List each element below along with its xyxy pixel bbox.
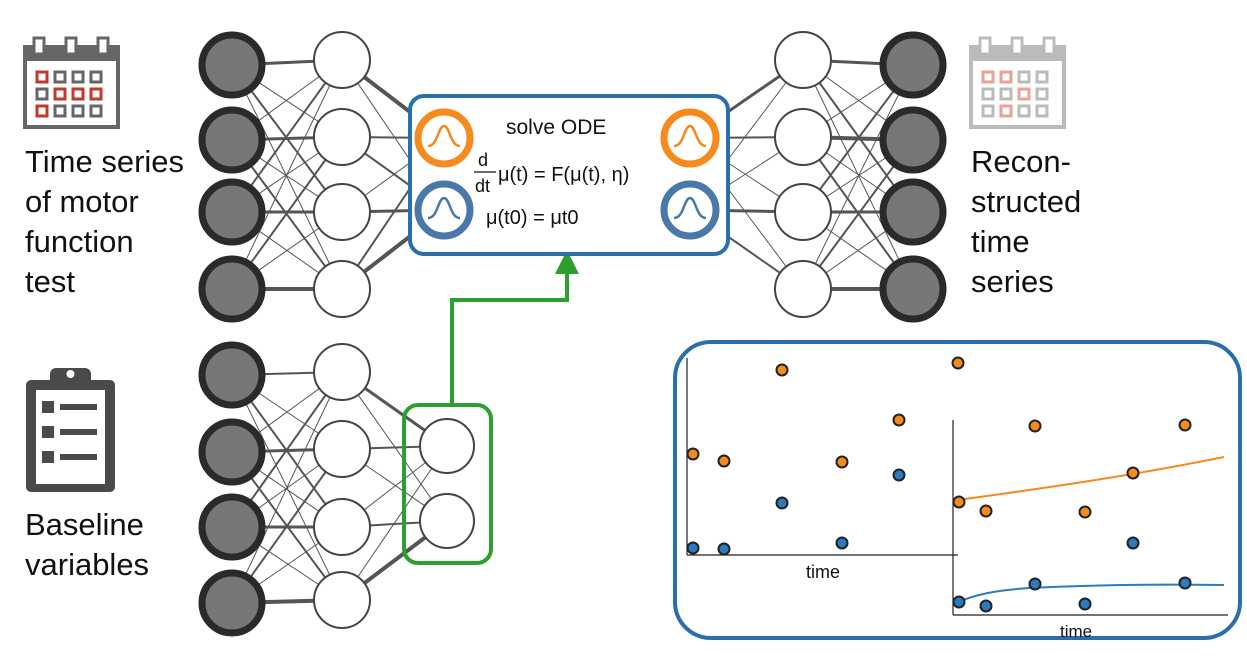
param-box	[402, 403, 493, 565]
left-plot-xlabel: time	[806, 562, 840, 582]
label-line: time	[971, 224, 1030, 259]
hidden-node	[313, 571, 371, 629]
encoder-input-nodes	[198, 31, 266, 323]
data-point	[1126, 536, 1140, 550]
baseline-input-nodes	[198, 341, 266, 637]
data-point	[1028, 419, 1042, 433]
ode-d-denominator: dt	[475, 176, 490, 196]
ode-initial-condition: μ(t0) = μt0	[486, 207, 579, 229]
param-arrow	[450, 250, 579, 405]
data-point	[775, 363, 789, 377]
data-point	[1126, 466, 1140, 480]
data-point	[1078, 505, 1092, 519]
data-point	[686, 541, 700, 555]
mu-distribution-right	[660, 108, 720, 168]
data-point	[952, 595, 966, 609]
output-node	[879, 106, 947, 174]
data-point	[1078, 597, 1092, 611]
label-line: structed	[971, 184, 1082, 219]
calendar-icon	[23, 36, 120, 129]
output-node	[879, 178, 947, 246]
mu-distribution-left	[414, 108, 474, 168]
plot-box	[673, 340, 1242, 640]
input-node	[198, 569, 266, 637]
hidden-node	[313, 343, 371, 401]
hidden-node	[774, 183, 832, 241]
label-line: of motor	[25, 184, 139, 219]
right-plot-blue-points	[952, 536, 1192, 613]
sigma-distribution-right	[660, 180, 720, 240]
hidden-node	[313, 183, 371, 241]
hidden-node	[774, 260, 832, 318]
sigma-distribution-left	[414, 180, 474, 240]
output-node	[879, 255, 947, 323]
label-line: Time series	[25, 144, 185, 179]
input-node	[198, 31, 266, 99]
calendar-faded-icon	[969, 36, 1066, 129]
input-node	[198, 341, 266, 409]
baseline-hidden-nodes	[313, 343, 475, 629]
data-point	[686, 447, 700, 461]
data-point	[892, 468, 906, 482]
ode-equation: μ(t) = F(μ(t), η)	[498, 164, 629, 186]
right-plot-xlabel: time	[1060, 622, 1092, 641]
clipboard-icon	[26, 368, 115, 492]
ode-title: solve ODE	[506, 116, 606, 139]
data-point	[979, 599, 993, 613]
decoder-hidden-nodes	[774, 31, 832, 318]
data-point	[775, 496, 789, 510]
label-line: Baseline	[25, 507, 144, 542]
hidden-node	[313, 108, 371, 166]
reconstructed-time-series-label: Recon- structed time series	[971, 142, 1081, 302]
data-point	[952, 495, 966, 509]
baseline-variables-label: Baseline variables	[25, 505, 149, 585]
data-point	[835, 536, 849, 550]
ode-d-numerator: d	[478, 150, 488, 170]
hidden-node	[313, 420, 371, 478]
label-line: function	[25, 224, 134, 259]
data-point	[979, 504, 993, 518]
data-point	[717, 454, 731, 468]
hidden-node	[313, 31, 371, 89]
decoder-output-nodes	[879, 31, 947, 323]
right-plot-orange-points	[952, 418, 1192, 519]
data-point	[951, 356, 965, 370]
encoder-hidden-nodes	[313, 31, 371, 318]
left-plot-blue-points	[686, 468, 906, 556]
input-time-series-label: Time series of motor function test	[25, 142, 184, 302]
latent-param-node	[419, 493, 475, 549]
data-point	[717, 542, 731, 556]
data-point	[1028, 577, 1042, 591]
data-point	[1178, 418, 1192, 432]
hidden-node	[313, 260, 371, 318]
latent-param-node	[419, 418, 475, 474]
output-node	[879, 31, 947, 99]
data-point	[1178, 576, 1192, 590]
input-node	[198, 106, 266, 174]
left-plot-orange-points	[686, 356, 965, 469]
label-line: test	[25, 264, 75, 299]
hidden-node	[313, 498, 371, 556]
label-line: Recon-	[971, 144, 1071, 179]
hidden-node	[774, 108, 832, 166]
input-node	[198, 418, 266, 486]
blue-trajectory	[957, 583, 1225, 603]
data-point	[835, 455, 849, 469]
hidden-node	[774, 31, 832, 89]
input-node	[198, 493, 266, 561]
orange-trajectory	[957, 456, 1225, 501]
input-node	[198, 178, 266, 246]
input-node	[198, 255, 266, 323]
right-plot-axes	[952, 420, 1228, 616]
label-line: variables	[25, 547, 150, 582]
label-line: series	[971, 264, 1054, 299]
data-point	[892, 413, 906, 427]
ode-box	[408, 94, 730, 256]
